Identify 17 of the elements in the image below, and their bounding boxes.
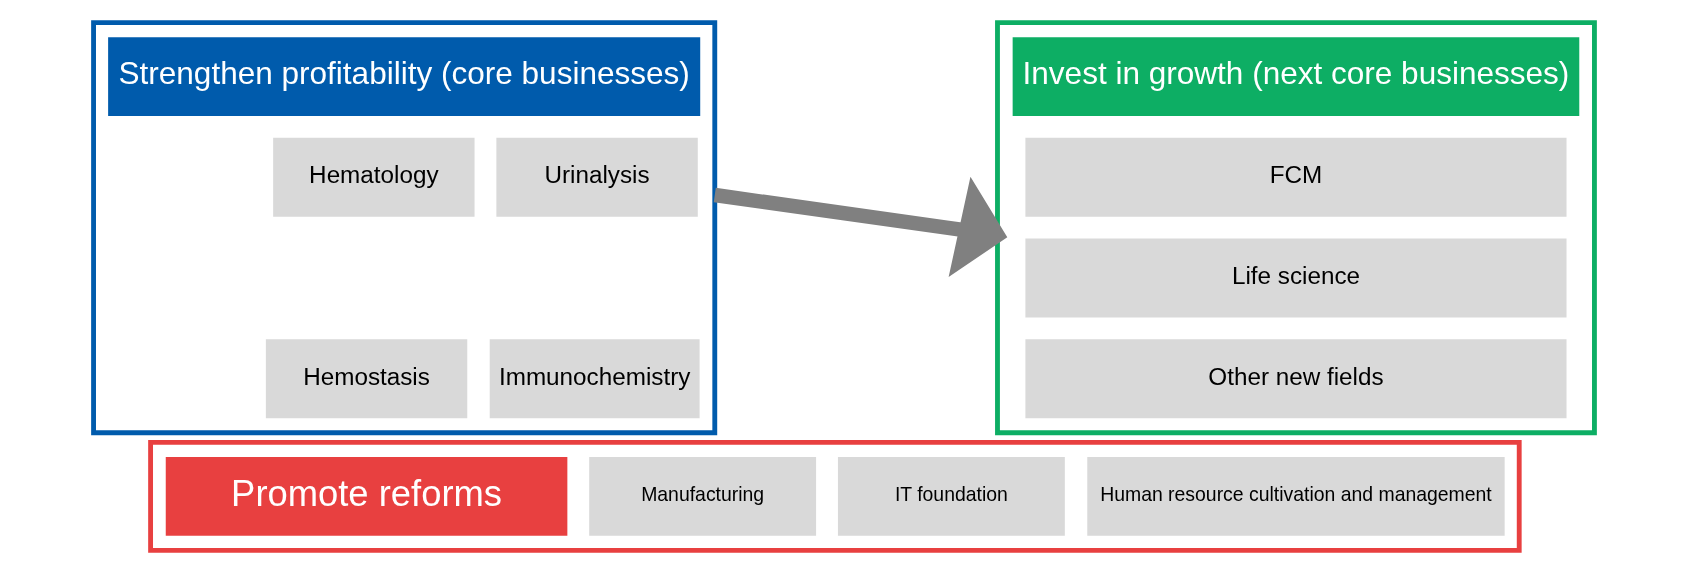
node-box: Human resource cultivation and management <box>1087 456 1505 536</box>
cluster <box>91 20 718 436</box>
node-box: Manufacturing <box>589 456 817 536</box>
node-box: Hemostasis <box>265 339 468 419</box>
node-box: Immunochemistry <box>489 339 700 419</box>
node-box: Other new fields <box>1025 339 1567 419</box>
node-box: Invest in growth (next core businesses) <box>1012 37 1580 117</box>
arrow <box>713 176 1008 277</box>
cluster <box>148 440 1522 553</box>
node-box: Strengthen profitability (core businesses) <box>108 37 701 117</box>
node-box: Life science <box>1025 238 1567 318</box>
node-box: IT foundation <box>837 456 1065 536</box>
cluster <box>995 20 1597 436</box>
node-box: FCM <box>1025 137 1567 217</box>
node-box: Hematology <box>273 137 475 217</box>
node-box: Urinalysis <box>496 137 698 217</box>
node-box: Promote reforms <box>165 456 568 536</box>
